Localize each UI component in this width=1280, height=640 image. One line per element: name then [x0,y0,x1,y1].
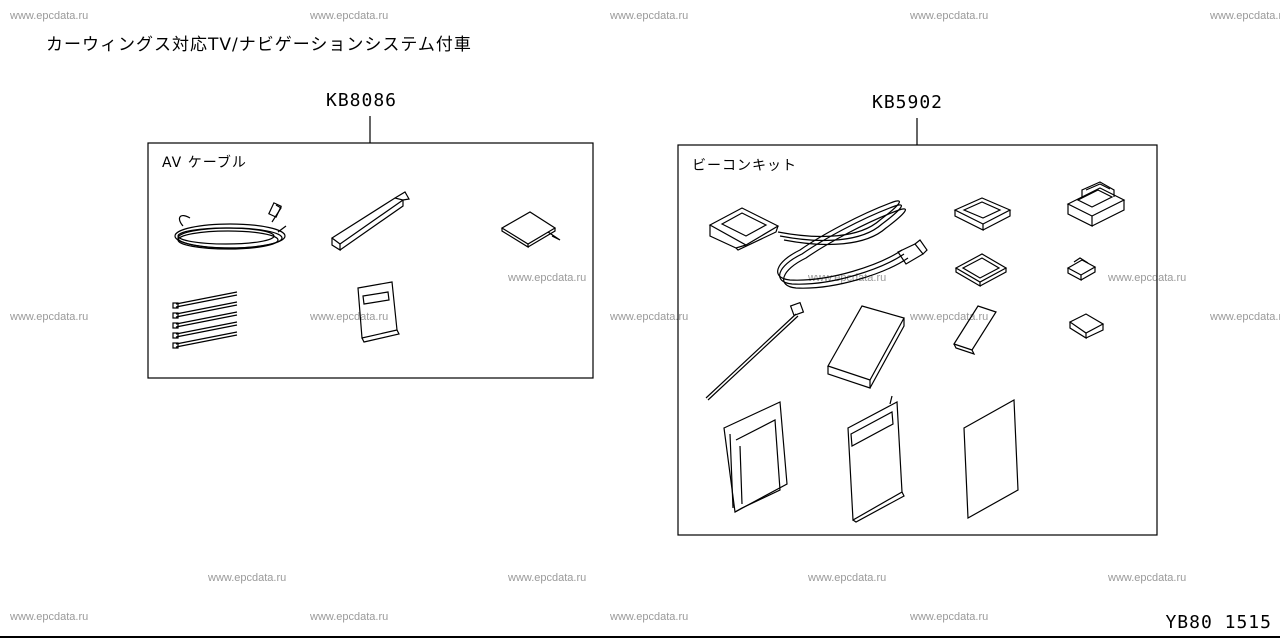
part-number-kb5902: KB5902 [872,92,944,113]
mounting-strip [330,191,410,252]
watermark-text: www.epcdata.ru [910,611,989,623]
bottom-rule [0,636,1280,638]
watermark-text: www.epcdata.ru [1108,572,1187,584]
kit-box-kb5902 [677,144,1158,536]
antenna-cable [777,200,928,289]
cable-tie-long [705,301,805,401]
instruction-booklet-kb5902 [847,395,905,523]
sheet [963,399,1019,519]
footer-code: YB80 1515 [1165,612,1272,633]
watermark-text: www.epcdata.ru [508,272,587,284]
bezel-frame-flat [954,253,1008,288]
watermark-text: www.epcdata.ru [1210,10,1280,22]
watermark-text: www.epcdata.ru [610,311,689,323]
cable-harness [174,202,287,250]
watermark-text: www.epcdata.ru [310,10,389,22]
watermark-text: www.epcdata.ru [610,10,689,22]
clip [1066,257,1097,282]
tape-strip [953,305,997,356]
watermark-text: www.epcdata.ru [610,611,689,623]
kit-box-kb8086 [147,142,594,379]
watermark-text: www.epcdata.ru [310,611,389,623]
cable-ties [172,291,238,349]
watermark-text: www.epcdata.ru [808,572,887,584]
bezel-frame [953,197,1012,231]
mount-bracket [1066,181,1126,227]
part-number-kb8086: KB8086 [326,90,398,111]
small-pad [1068,313,1105,340]
watermark-text: www.epcdata.ru [1210,311,1280,323]
watermark-text: www.epcdata.ru [10,611,89,623]
watermark-text: www.epcdata.ru [1108,272,1187,284]
instruction-booklet-kb8086 [357,281,400,343]
watermark-text: www.epcdata.ru [208,572,287,584]
kit-label-beacon-kit: ビーコンキット [692,158,797,174]
watermark-text: www.epcdata.ru [310,311,389,323]
beacon-antenna [708,207,780,251]
page-title: カーウィングス対応TV/ナビゲーションシステム付車 [46,35,472,55]
watermark-text: www.epcdata.ru [910,10,989,22]
watermark-text: www.epcdata.ru [508,572,587,584]
foam-pad [827,305,905,389]
kit-label-av-cable: AV ケーブル [162,155,247,171]
watermark-text: www.epcdata.ru [10,10,89,22]
watermark-text: www.epcdata.ru [10,311,89,323]
manual-folder [723,401,788,513]
adhesive-pad [500,211,561,249]
